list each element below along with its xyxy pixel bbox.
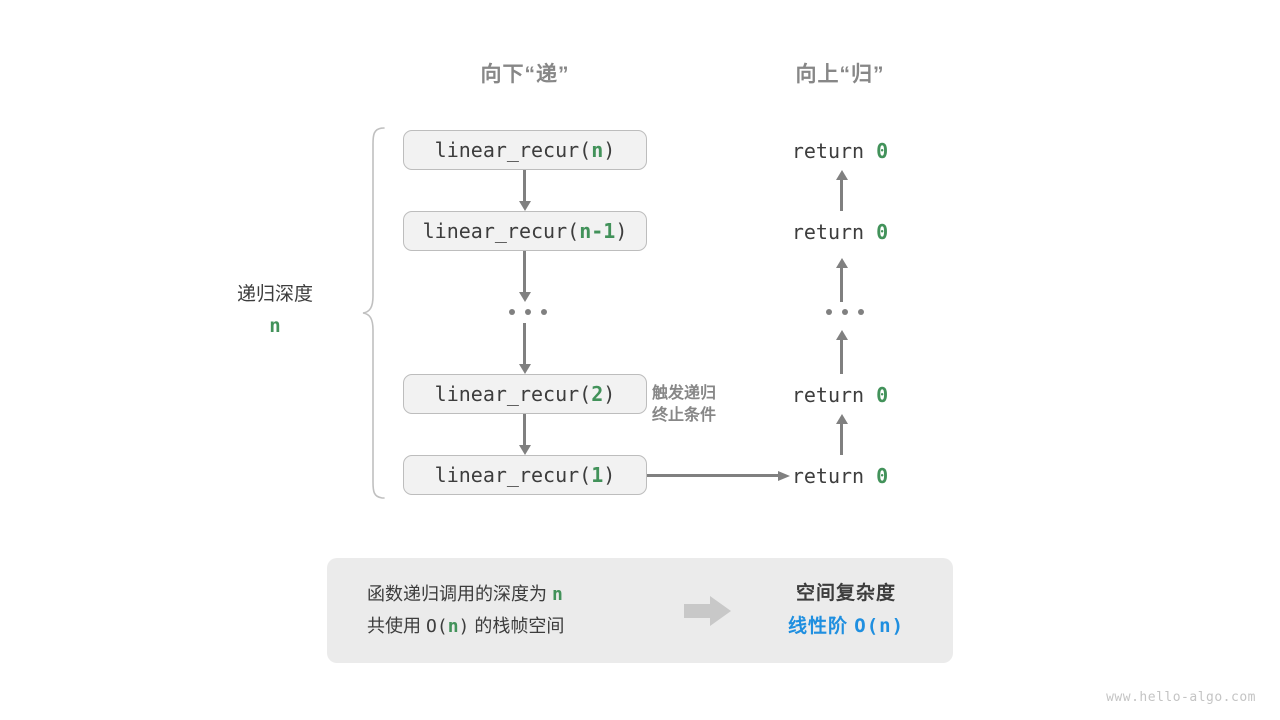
recursion-depth-label: 递归深度 n — [185, 281, 365, 340]
return-keyword: return — [791, 220, 865, 244]
summary-description: 函数递归调用的深度为 n 共使用 O(n) 的栈帧空间 — [327, 579, 677, 642]
summary-line-1-text: 函数递归调用的深度为 — [367, 584, 552, 604]
descend-arrow-icon — [518, 323, 531, 374]
termination-note: 触发递归 终止条件 — [652, 383, 716, 426]
call-frame-prefix: linear_recur( — [434, 463, 592, 487]
base-case-arrow-icon — [647, 471, 790, 481]
summary-line-1-n: n — [552, 584, 563, 605]
column-header-ascend: 向上“归” — [795, 63, 885, 86]
termination-note-line1: 触发递归 — [652, 385, 717, 402]
complexity-order-label: 线性阶 — [787, 616, 855, 637]
call-frame-arg: n — [591, 138, 604, 162]
descend-arrow-icon — [518, 170, 531, 211]
column-header-descend: 向下“递” — [480, 63, 570, 86]
recursion-depth-value: n — [269, 314, 281, 337]
summary-line-1: 函数递归调用的深度为 n — [367, 579, 677, 611]
return-keyword: return — [791, 464, 865, 488]
call-frame-box: linear_recur(n-1) — [403, 211, 647, 251]
dot — [858, 309, 864, 315]
ascend-arrow-icon — [835, 170, 848, 211]
call-stack-ellipsis — [509, 309, 547, 315]
summary-conclusion: 空间复杂度 线性阶 O(n) — [739, 578, 953, 644]
summary-line-2-paren: ) — [458, 615, 470, 637]
summary-line-2: 共使用 O(n) 的栈帧空间 — [367, 611, 677, 643]
call-frame-suffix: ) — [603, 382, 616, 406]
call-frame-suffix: ) — [603, 138, 616, 162]
return-statement: return 0 — [740, 383, 940, 407]
call-frame-box: linear_recur(n) — [403, 130, 647, 170]
call-frame-box: linear_recur(2) — [403, 374, 647, 414]
return-statement: return 0 — [740, 139, 940, 163]
summary-arrow-wrap — [677, 595, 739, 627]
summary-line-2-bigo: O( — [426, 615, 448, 637]
call-frame-arg: 2 — [591, 382, 604, 406]
return-value: 0 — [876, 220, 889, 244]
summary-panel: 函数递归调用的深度为 n 共使用 O(n) 的栈帧空间 空间复杂度 线性阶 O(… — [327, 558, 953, 663]
return-keyword: return — [791, 139, 865, 163]
return-statement: return 0 — [740, 220, 940, 244]
right-arrow-icon — [684, 595, 731, 626]
summary-line-2-text: 共使用 — [367, 615, 427, 636]
call-frame-suffix: ) — [603, 463, 616, 487]
descend-arrow-icon — [518, 414, 531, 455]
return-keyword: return — [791, 383, 865, 407]
return-value: 0 — [876, 464, 889, 488]
ascend-arrow-icon — [835, 414, 848, 455]
call-frame-arg: 1 — [591, 463, 604, 487]
complexity-bigo: O(n) — [854, 615, 905, 637]
return-stack-ellipsis — [826, 309, 864, 315]
depth-brace-icon — [362, 127, 385, 499]
call-frame-prefix: linear_recur( — [422, 219, 580, 243]
call-frame-prefix: linear_recur( — [434, 138, 592, 162]
dot — [842, 309, 848, 315]
descend-arrow-icon — [518, 251, 531, 302]
call-frame-suffix: ) — [615, 219, 628, 243]
return-value: 0 — [876, 139, 889, 163]
dot — [826, 309, 832, 315]
ascend-arrow-icon — [835, 330, 848, 374]
dot — [525, 309, 531, 315]
complexity-value: 线性阶 O(n) — [739, 610, 953, 643]
return-statement: return 0 — [740, 464, 940, 488]
watermark: www.hello-algo.com — [1106, 690, 1256, 705]
summary-line-2-tail: 的栈帧空间 — [469, 615, 565, 636]
ascend-arrow-icon — [835, 258, 848, 302]
complexity-title: 空间复杂度 — [795, 582, 896, 604]
recursion-depth-text: 递归深度 — [236, 284, 313, 305]
call-frame-arg: n-1 — [579, 219, 616, 243]
dot — [509, 309, 515, 315]
summary-line-2-n: n — [447, 615, 459, 637]
call-frame-prefix: linear_recur( — [434, 382, 592, 406]
call-frame-box: linear_recur(1) — [403, 455, 647, 495]
dot — [541, 309, 547, 315]
return-value: 0 — [876, 383, 889, 407]
termination-note-line2: 终止条件 — [652, 406, 717, 424]
